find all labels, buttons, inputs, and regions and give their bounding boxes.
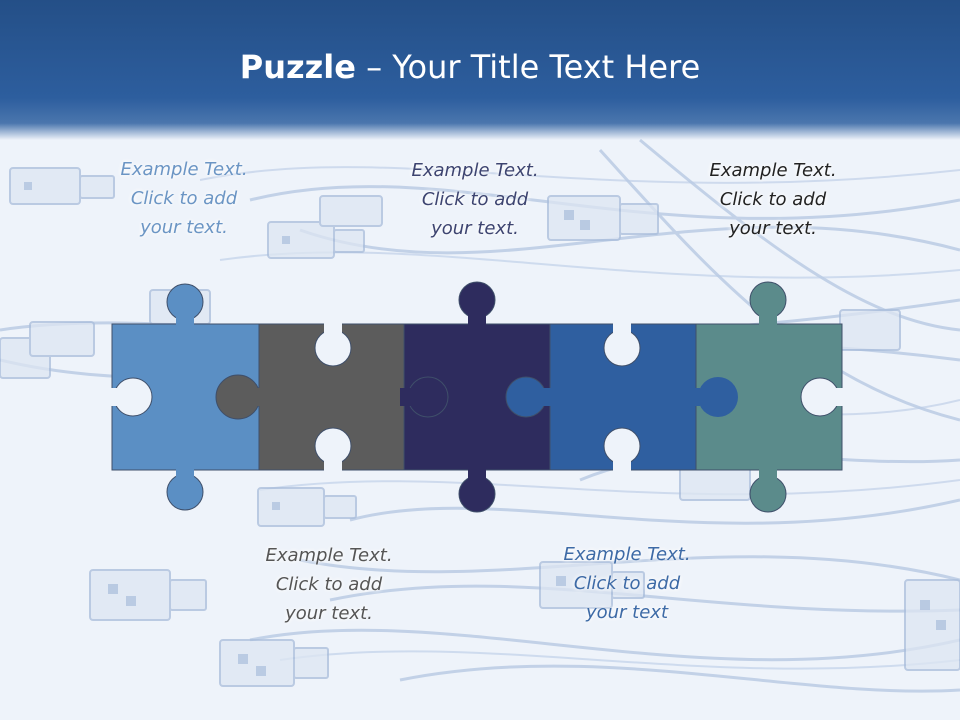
caption-2-line-2: Click to add bbox=[275, 574, 383, 595]
puzzle-piece-2[interactable] bbox=[215, 322, 405, 472]
title-rest: – Your Title Text Here bbox=[355, 48, 701, 86]
puzzle-piece-1[interactable] bbox=[110, 283, 260, 511]
caption-4-line-2: Click to add bbox=[573, 573, 681, 594]
caption-3-line-2: Click to add bbox=[421, 189, 529, 210]
caption-1-line-2: Click to add bbox=[130, 188, 238, 209]
caption-4[interactable]: Example Text. Click to add your text bbox=[532, 540, 722, 627]
caption-3-line-3: your text. bbox=[431, 218, 519, 239]
caption-2-line-3: your text. bbox=[285, 603, 373, 624]
caption-1-line-3: your text. bbox=[140, 217, 228, 238]
caption-4-line-3: your text bbox=[585, 602, 669, 623]
caption-2-line-1: Example Text. bbox=[265, 545, 393, 566]
caption-3-line-1: Example Text. bbox=[411, 160, 539, 181]
puzzle-piece-3[interactable] bbox=[400, 281, 551, 513]
caption-3[interactable]: Example Text. Click to add your text. bbox=[380, 156, 570, 243]
caption-1-line-1: Example Text. bbox=[120, 159, 248, 180]
caption-4-line-1: Example Text. bbox=[563, 544, 691, 565]
title-bold: Puzzle bbox=[239, 48, 356, 86]
puzzle-piece-5[interactable] bbox=[690, 281, 844, 513]
caption-5-line-1: Example Text. bbox=[709, 160, 837, 181]
caption-5-line-3: your text. bbox=[729, 218, 817, 239]
slide-title[interactable]: Puzzle – Your Title Text Here bbox=[0, 48, 940, 86]
caption-2[interactable]: Example Text. Click to add your text. bbox=[234, 541, 424, 628]
title-banner bbox=[0, 0, 960, 140]
caption-1[interactable]: Example Text. Click to add your text. bbox=[89, 155, 279, 242]
caption-5-line-2: Click to add bbox=[719, 189, 827, 210]
caption-5[interactable]: Example Text. Click to add your text. bbox=[678, 156, 868, 243]
